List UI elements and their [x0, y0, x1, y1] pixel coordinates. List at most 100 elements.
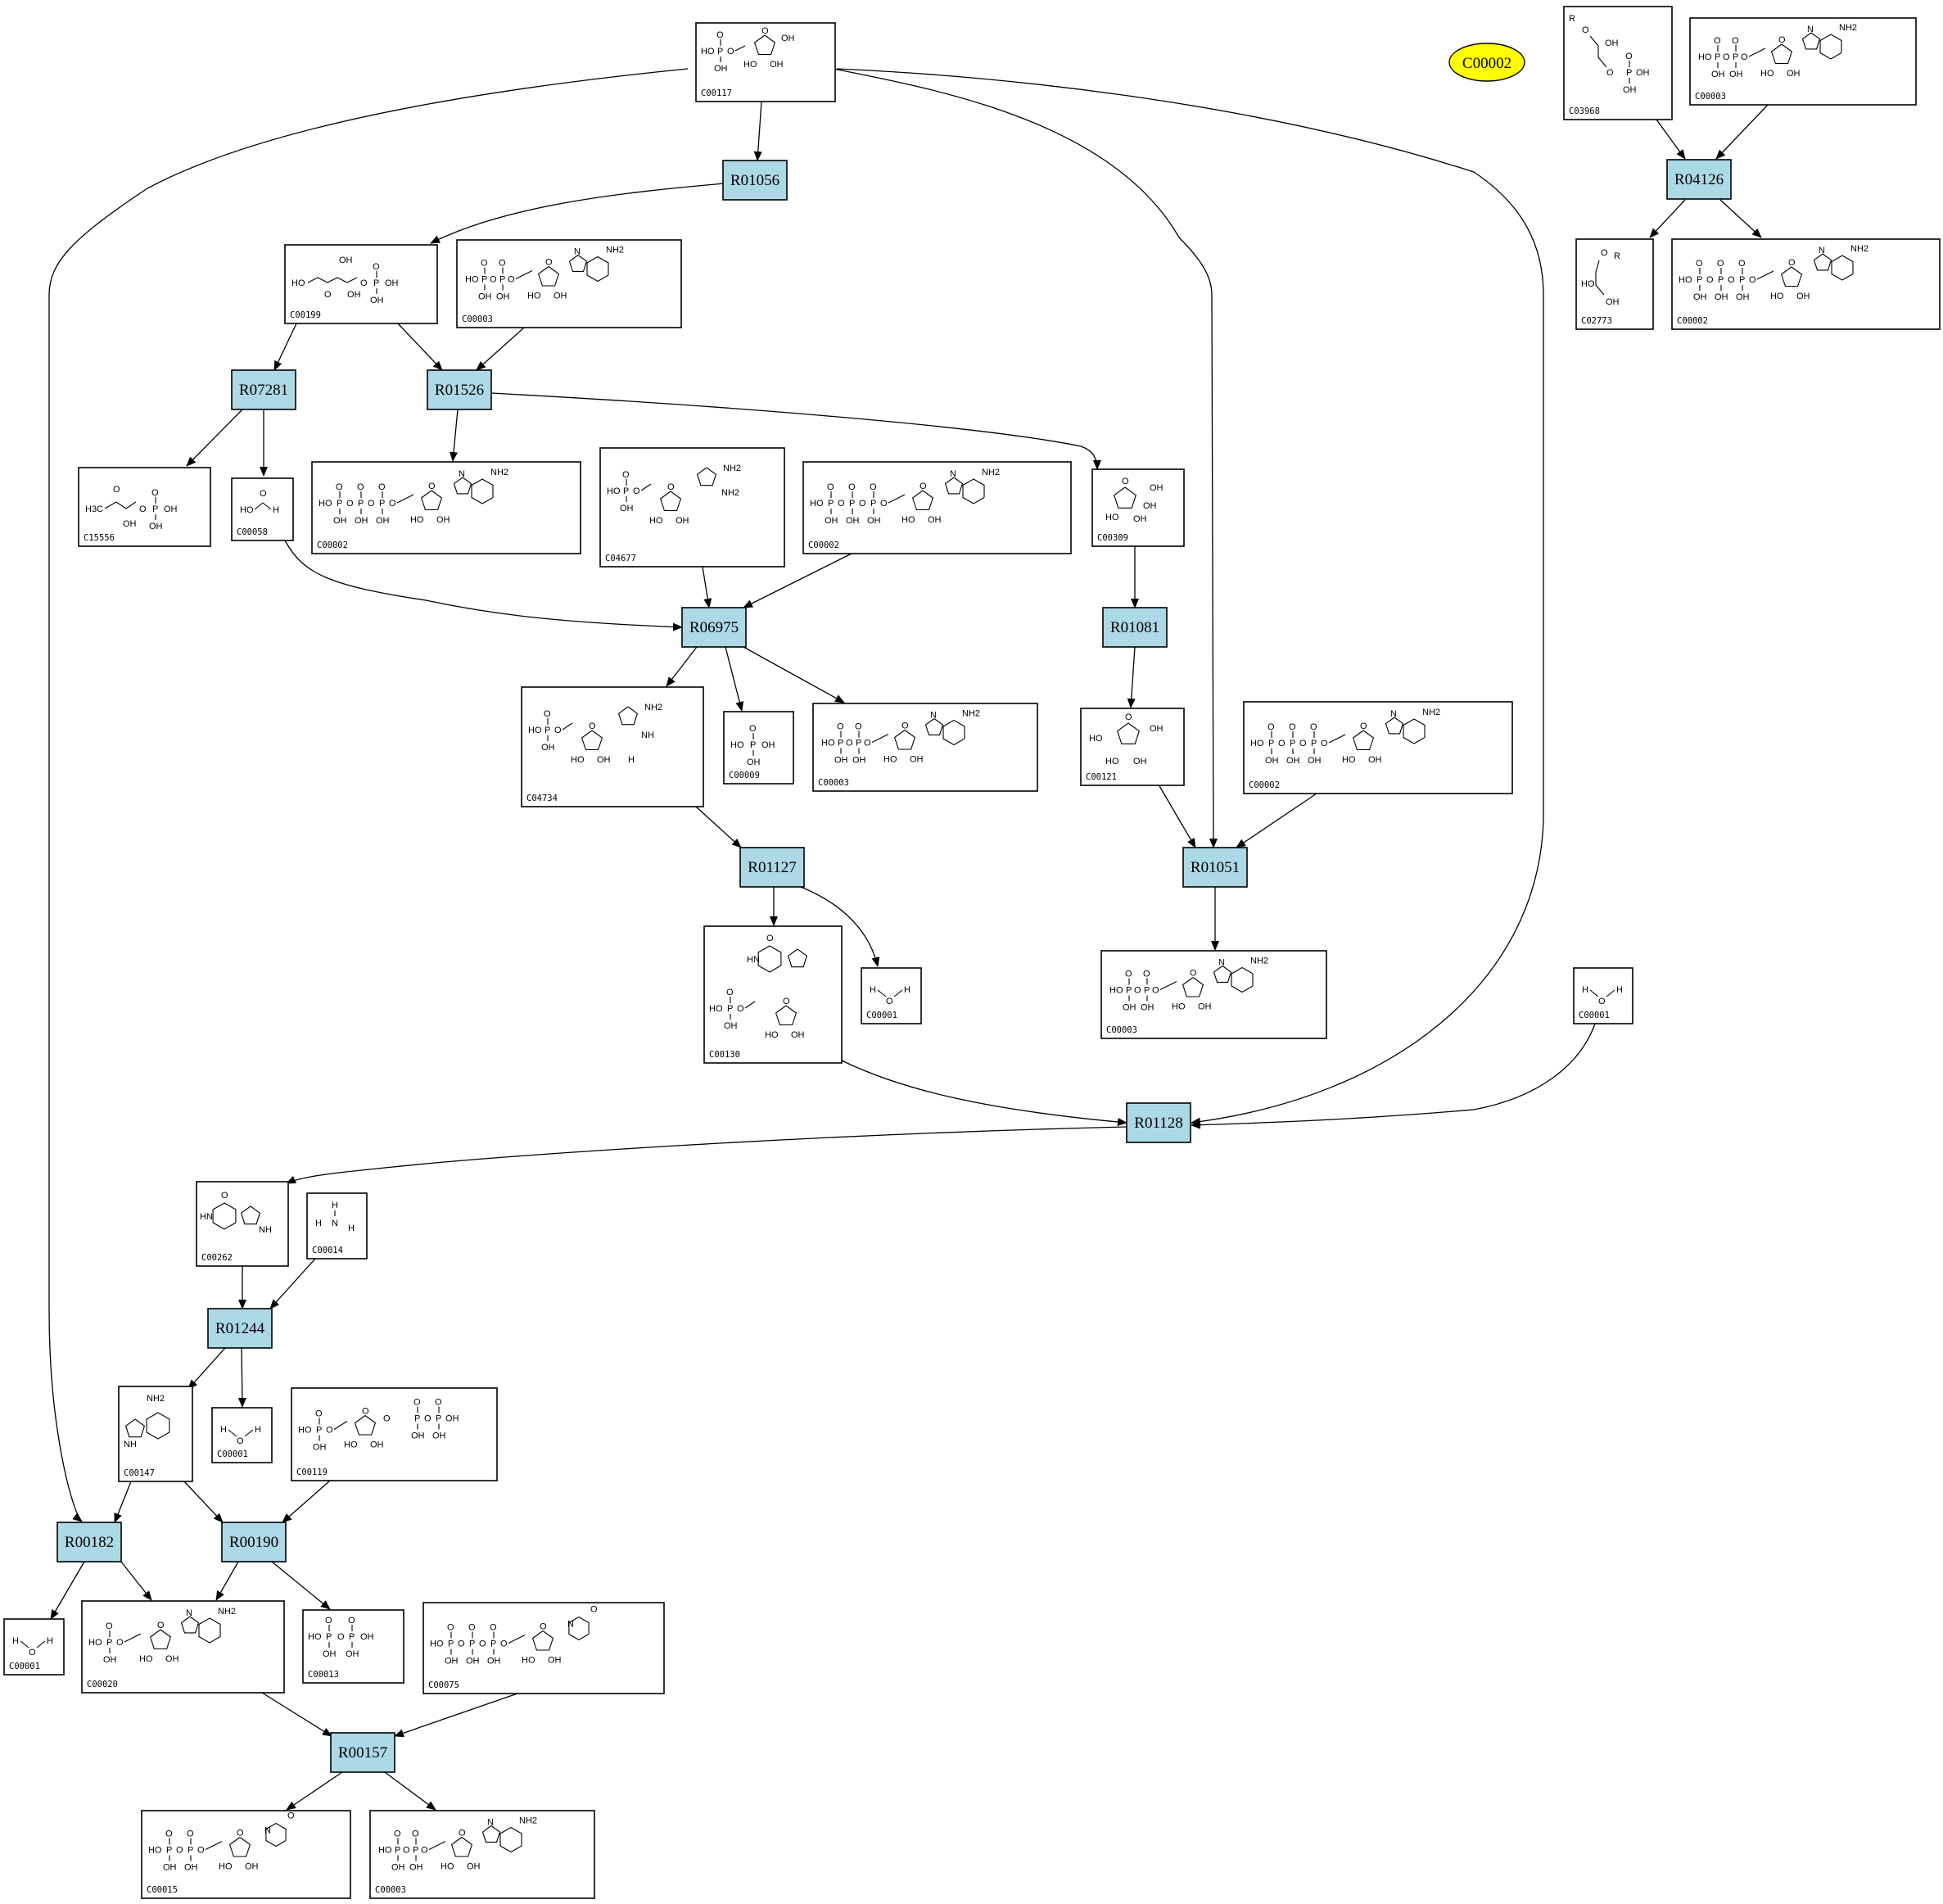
reaction-label: R01056: [730, 172, 779, 189]
compound-id-label: C00147: [124, 1468, 155, 1478]
structure-atom-label: H: [220, 1425, 227, 1435]
structure-atom-label: NH2: [147, 1394, 165, 1404]
edge-arrow: [836, 68, 1544, 1126]
reaction-r04126[interactable]: R04126: [1666, 159, 1732, 200]
compound-box: [1100, 950, 1327, 1039]
reaction-r00182[interactable]: R00182: [56, 1522, 122, 1563]
reaction-r00190[interactable]: R00190: [221, 1522, 287, 1563]
structure-atom-label: OH: [385, 278, 399, 288]
structure-atom-label: O: [1152, 986, 1159, 996]
edge-arrow: [1158, 784, 1196, 848]
structure-atom-label: OH: [846, 516, 860, 526]
structure-atom-label: N: [567, 1620, 574, 1630]
structure-atom-label: O: [1738, 259, 1746, 269]
structure-atom-label: O: [855, 722, 862, 732]
structure-atom-label: H: [273, 505, 279, 515]
structure-atom-label: H: [348, 1223, 355, 1233]
structure-atom-label: OH: [346, 1649, 359, 1659]
compound-id-label: C00001: [866, 1011, 897, 1020]
structure-atom-label: P: [152, 504, 158, 514]
reaction-box: [681, 607, 747, 648]
structure-atom-label: HO: [1250, 739, 1264, 748]
reaction-r01081[interactable]: R01081: [1102, 607, 1168, 648]
structure-atom-label: O: [1360, 721, 1367, 731]
structure-atom-label: O: [458, 1639, 465, 1649]
edge-arrow: [430, 183, 725, 244]
structure-atom-label: OH: [391, 1863, 405, 1873]
reaction-r06975[interactable]: R06975: [681, 607, 747, 648]
structure-atom-label: NH2: [1422, 708, 1440, 717]
highlight-compound-c00002[interactable]: C00002: [1448, 43, 1525, 82]
structure-atom-label: P: [499, 275, 505, 285]
structure-atom-label: OH: [1623, 85, 1637, 95]
compound-id-label: C00003: [1106, 1025, 1137, 1035]
reaction-r01128[interactable]: R01128: [1126, 1102, 1191, 1143]
edge-arrow: [476, 327, 525, 371]
edge-arrow: [271, 1561, 331, 1610]
structure-atom-label: O: [544, 709, 551, 719]
reaction-r01244[interactable]: R01244: [207, 1308, 273, 1349]
reaction-r01526[interactable]: R01526: [427, 369, 492, 410]
structure-atom-label: P: [337, 499, 342, 509]
edge-arrow: [188, 1347, 226, 1390]
edge-arrow: [1715, 104, 1769, 160]
structure-atom-label: OH: [445, 1414, 459, 1424]
structure-atom-label: O: [1601, 248, 1608, 258]
compound-box: [723, 711, 794, 785]
reaction-r01127[interactable]: R01127: [739, 847, 805, 888]
structure-atom-label: O: [435, 1398, 442, 1408]
reaction-r01056[interactable]: R01056: [722, 160, 788, 201]
structure-atom-label: O: [508, 275, 515, 285]
structure-atom-label: OH: [184, 1863, 198, 1873]
structure-atom-label: OH: [478, 292, 492, 302]
structure-atom-label: P: [414, 1414, 420, 1424]
structure-atom-label: O: [394, 1829, 401, 1839]
structure-atom-label: N: [1390, 709, 1397, 719]
structure-atom-label: OH: [466, 1657, 480, 1667]
compound-id-label: C00001: [1579, 1011, 1610, 1020]
reaction-r00157[interactable]: R00157: [330, 1732, 395, 1773]
reaction-label: R01127: [748, 859, 796, 876]
reaction-r01051[interactable]: R01051: [1182, 847, 1248, 888]
edge-arrow: [702, 566, 712, 608]
reaction-r07281[interactable]: R07281: [231, 369, 296, 410]
